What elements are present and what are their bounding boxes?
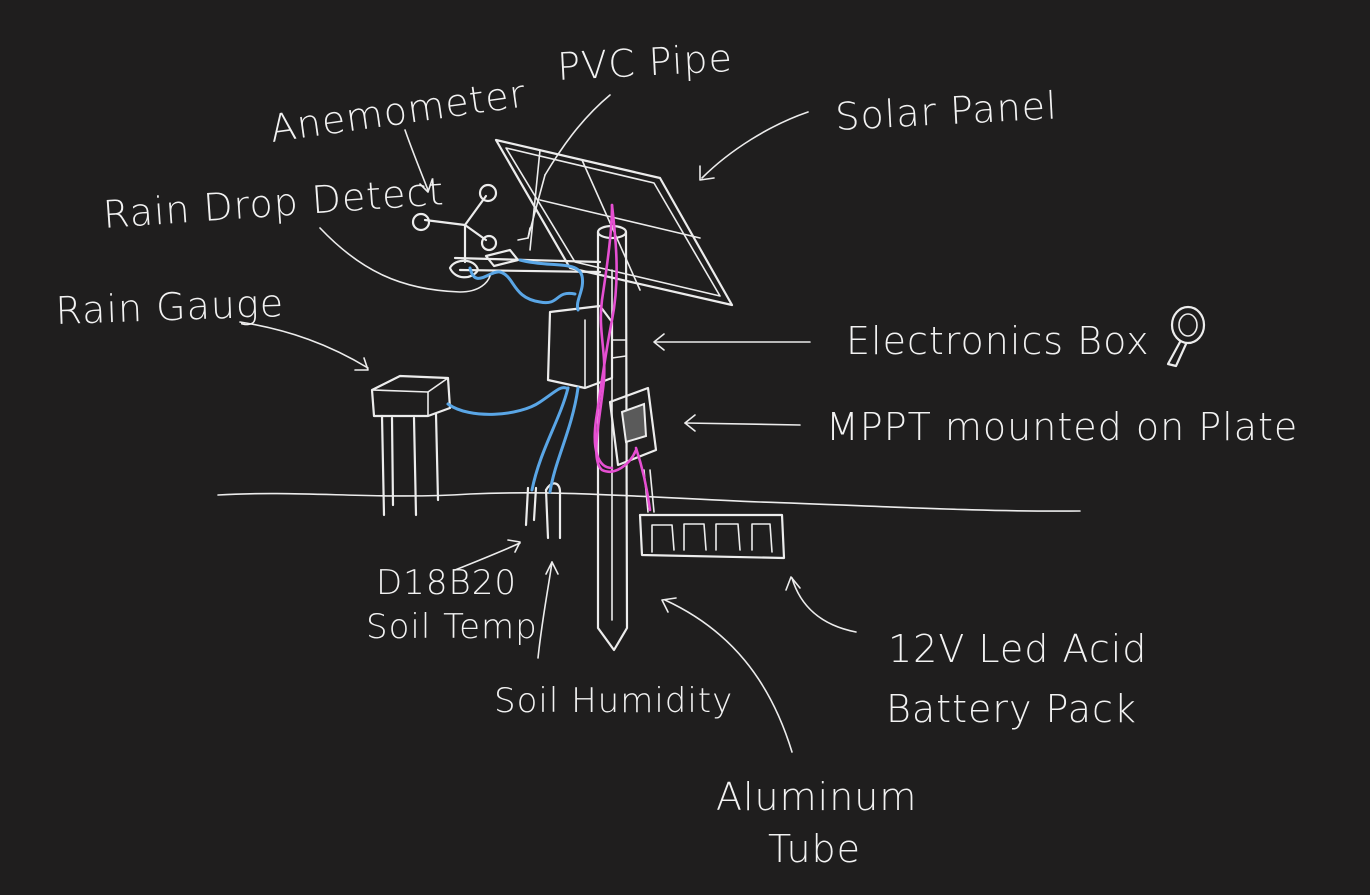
label-tube-line1: Aluminum [716, 775, 917, 819]
label-solar-panel: Solar Panel [834, 83, 1058, 139]
label-rain-gauge: Rain Gauge [55, 281, 285, 333]
label-soil-temp-model: D18B20 [376, 563, 517, 603]
electronics-box [548, 306, 626, 388]
sensor-wires [448, 260, 583, 492]
label-electronics-box: Electronics Box [846, 319, 1150, 363]
label-tube-line2: Tube [768, 827, 861, 871]
label-pvc-pipe: PVC Pipe [556, 36, 734, 89]
soil-humidity-probe [546, 483, 560, 538]
label-soil-humidity: Soil Humidity [494, 681, 733, 721]
label-battery-line1: 12V Led Acid [888, 627, 1147, 671]
label-anemometer: Anemometer [267, 71, 529, 150]
label-mppt: MPPT mounted on Plate [826, 405, 1298, 449]
label-soil-temp: Soil Temp [366, 607, 538, 647]
rain-gauge [372, 376, 450, 515]
label-rain-drop-detect: Rain Drop Detect [102, 169, 446, 237]
battery-pack [640, 470, 784, 558]
magnifier-icon [1168, 307, 1204, 366]
label-battery-line2: Battery Pack [886, 687, 1137, 731]
